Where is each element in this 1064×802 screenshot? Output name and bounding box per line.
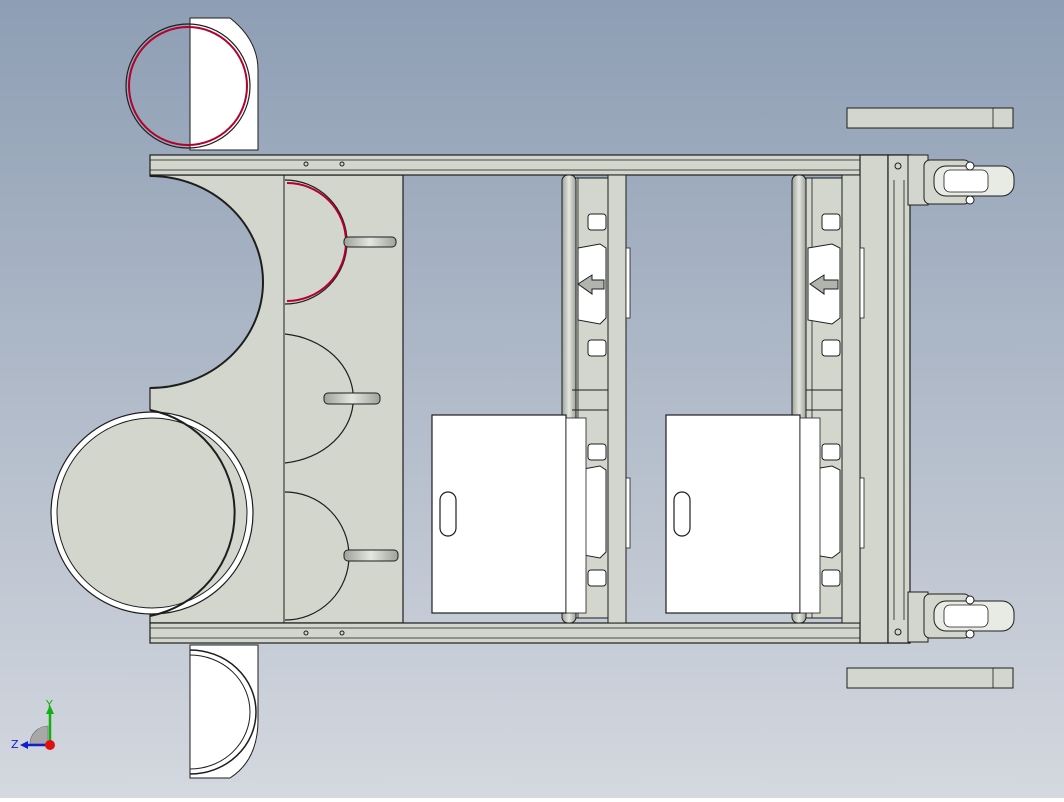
- lower-ring-bracket: [189, 644, 259, 779]
- right-flat-bar-top: [846, 107, 1014, 129]
- end-post-right: [887, 154, 911, 644]
- axis-z-label: Z: [11, 738, 19, 751]
- upper-ring-highlight: [128, 26, 248, 146]
- end-post-left: [859, 154, 889, 644]
- arrow-2: [809, 274, 839, 295]
- axis-y-label: Y: [45, 698, 53, 711]
- rack-post-2: [841, 174, 861, 624]
- right-flat-bar-bottom: [846, 667, 1014, 689]
- coordinate-triad[interactable]: Y Z: [11, 698, 55, 751]
- lower-half-ring: [189, 649, 257, 775]
- bottom-rail: [149, 622, 911, 644]
- plate-upper-cutout: [149, 175, 264, 389]
- pin-top: [343, 236, 397, 248]
- arrow-1: [577, 274, 605, 295]
- top-rail: [149, 154, 911, 176]
- storage-box-1-handle: [439, 491, 457, 537]
- caster-top: [894, 154, 1015, 206]
- caster-bottom: [894, 591, 1015, 643]
- upper-ring-bracket: [189, 17, 259, 151]
- rack-post-1: [607, 174, 627, 624]
- storage-box-2-handle: [673, 491, 691, 537]
- lower-half-ring-inner: [189, 654, 251, 770]
- upper-ring-outer: [125, 23, 251, 149]
- pin-middle: [323, 392, 381, 405]
- large-ring-inner: [56, 417, 248, 609]
- pin-bottom: [343, 549, 399, 562]
- large-ring-rim: [149, 409, 236, 617]
